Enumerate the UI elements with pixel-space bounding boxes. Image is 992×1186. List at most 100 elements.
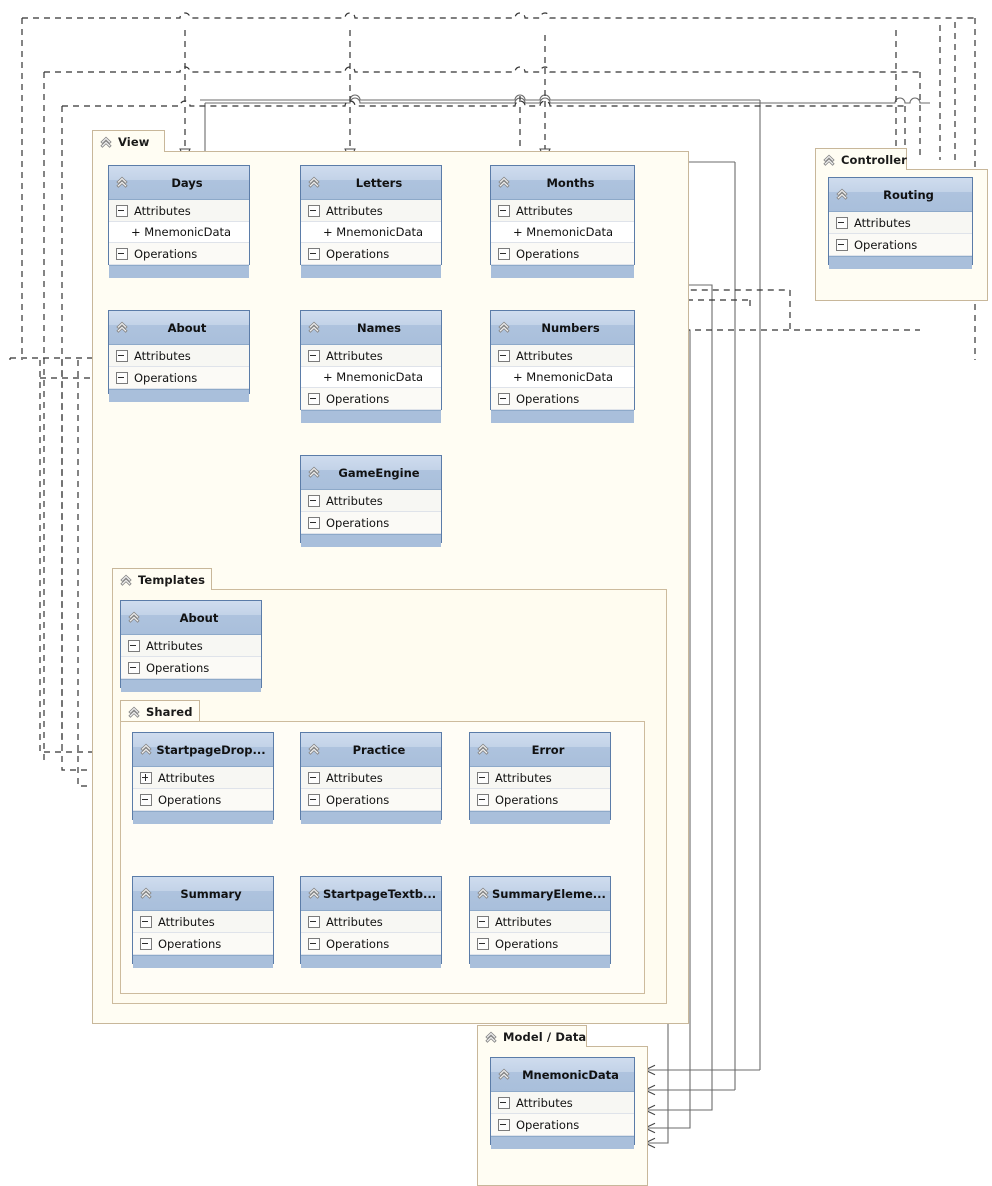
collapse-minus-icon[interactable] [477, 915, 489, 928]
collapse-minus-icon[interactable] [308, 793, 320, 806]
collapse-minus-icon[interactable] [308, 494, 320, 507]
compartment-attributes[interactable]: Attributes [829, 212, 972, 234]
collapse-minus-icon[interactable] [498, 349, 510, 362]
compartment-operations[interactable]: Operations [491, 1114, 634, 1136]
collapse-minus-icon[interactable] [498, 1096, 510, 1109]
collapse-minus-icon[interactable] [498, 204, 510, 217]
package-tab-view[interactable]: View [92, 130, 165, 152]
compartment-attributes[interactable]: Attributes [109, 345, 249, 367]
compartment-operations[interactable]: Operations [301, 933, 441, 955]
class-header[interactable]: GameEngine [301, 456, 441, 490]
compartment-operations[interactable]: Operations [301, 512, 441, 534]
collapse-minus-icon[interactable] [128, 639, 140, 652]
compartment-attributes[interactable]: Attributes [121, 635, 261, 657]
collapse-minus-icon[interactable] [477, 793, 489, 806]
collapse-minus-icon[interactable] [308, 771, 320, 784]
collapse-minus-icon[interactable] [308, 349, 320, 362]
class-header[interactable]: Days [109, 166, 249, 200]
compartment-attributes[interactable]: Attributes [301, 200, 441, 222]
collapse-minus-icon[interactable] [308, 392, 320, 405]
collapse-minus-icon[interactable] [477, 937, 489, 950]
compartment-attributes[interactable]: Attributes [301, 911, 441, 933]
package-tab-controller[interactable]: Controller [815, 148, 907, 170]
expand-plus-icon[interactable] [140, 771, 152, 784]
collapse-minus-icon[interactable] [140, 793, 152, 806]
class-header[interactable]: About [121, 601, 261, 635]
compartment-attributes[interactable]: Attributes [301, 767, 441, 789]
class-header[interactable]: Months [491, 166, 634, 200]
compartment-attributes[interactable]: Attributes [133, 911, 273, 933]
class-header[interactable]: Error [470, 733, 610, 767]
compartment-operations[interactable]: Operations [829, 234, 972, 256]
class-header[interactable]: Summary [133, 877, 273, 911]
class-header[interactable]: Practice [301, 733, 441, 767]
class-header[interactable]: About [109, 311, 249, 345]
collapse-minus-icon[interactable] [477, 771, 489, 784]
compartment-operations[interactable]: Operations [470, 933, 610, 955]
collapse-minus-icon[interactable] [498, 1118, 510, 1131]
compartment-attributes[interactable]: Attributes [491, 200, 634, 222]
compartment-attributes[interactable]: Attributes [491, 1092, 634, 1114]
collapse-minus-icon[interactable] [116, 204, 128, 217]
compartment-attributes[interactable]: Attributes [133, 767, 273, 789]
compartment-operations[interactable]: Operations [301, 243, 441, 265]
package-tab-shared[interactable]: Shared [120, 700, 200, 722]
compartment-attributes[interactable]: Attributes [470, 767, 610, 789]
collapse-minus-icon[interactable] [140, 915, 152, 928]
collapse-minus-icon[interactable] [836, 216, 848, 229]
compartment-operations[interactable]: Operations [109, 367, 249, 389]
compartment-attributes[interactable]: Attributes [470, 911, 610, 933]
compartment-operations[interactable]: Operations [133, 789, 273, 811]
compartment-operations[interactable]: Operations [470, 789, 610, 811]
class-header[interactable]: Numbers [491, 311, 634, 345]
collapse-minus-icon[interactable] [308, 915, 320, 928]
compartment-operations[interactable]: Operations [121, 657, 261, 679]
collapse-minus-icon[interactable] [836, 238, 848, 251]
collapse-minus-icon[interactable] [116, 247, 128, 260]
class-header[interactable]: MnemonicData [491, 1058, 634, 1092]
collapse-minus-icon[interactable] [116, 371, 128, 384]
collapse-minus-icon[interactable] [308, 516, 320, 529]
compartment-operations[interactable]: Operations [133, 933, 273, 955]
collapse-minus-icon[interactable] [140, 937, 152, 950]
class-header[interactable]: StartpageTextb... [301, 877, 441, 911]
collapse-minus-icon[interactable] [308, 247, 320, 260]
compartment-operations[interactable]: Operations [491, 243, 634, 265]
compartment-attributes[interactable]: Attributes [301, 490, 441, 512]
compartment-operations[interactable]: Operations [301, 388, 441, 410]
class-header[interactable]: StartpageDrop... [133, 733, 273, 767]
collapse-minus-icon[interactable] [308, 204, 320, 217]
compartment-operations[interactable]: Operations [491, 388, 634, 410]
collapse-minus-icon[interactable] [498, 392, 510, 405]
compartment-attributes[interactable]: Attributes [491, 345, 634, 367]
package-tab-model[interactable]: Model / Data [477, 1025, 587, 1047]
compartment-operations[interactable]: Operations [109, 243, 249, 265]
compartment-operations[interactable]: Operations [301, 789, 441, 811]
collapse-minus-icon[interactable] [308, 937, 320, 950]
class-header[interactable]: SummaryEleme... [470, 877, 610, 911]
class-header[interactable]: Letters [301, 166, 441, 200]
collapse-minus-icon[interactable] [128, 661, 140, 674]
compartment-attributes[interactable]: Attributes [109, 200, 249, 222]
collapse-minus-icon[interactable] [116, 349, 128, 362]
class-header[interactable]: Routing [829, 178, 972, 212]
compartment-attributes[interactable]: Attributes [301, 345, 441, 367]
package-tab-templates[interactable]: Templates [112, 568, 212, 590]
collapse-minus-icon[interactable] [498, 247, 510, 260]
